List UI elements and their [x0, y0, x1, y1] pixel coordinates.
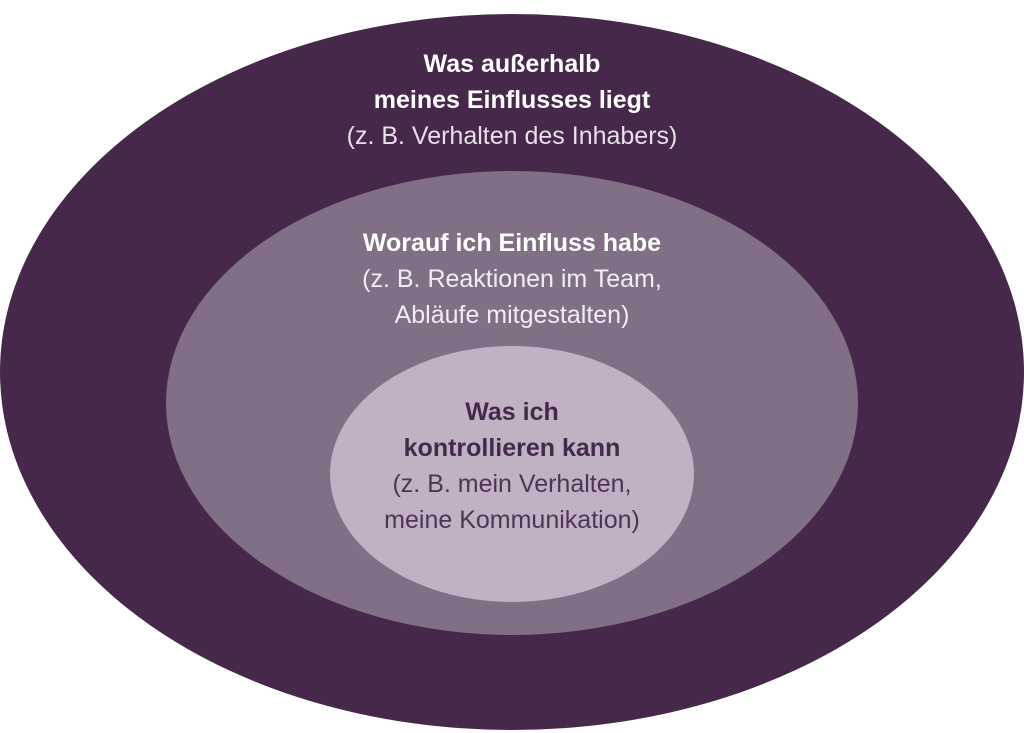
outer-circle-label: Was außerhalb meines Einflusses liegt (z…	[262, 46, 762, 154]
outer-title-line-2: meines Einflusses liegt	[373, 86, 651, 114]
inner-title-line-2: kontrollieren kann	[403, 434, 621, 462]
middle-circle-label: Worauf ich Einfluss habe (z. B. Reaktion…	[262, 225, 762, 333]
inner-title-line-1: Was ich	[465, 398, 559, 426]
middle-subtitle-line-1: (z. B. Reaktionen im Team,	[362, 265, 662, 293]
inner-ellipse	[330, 346, 694, 602]
inner-subtitle-line-1: (z. B. mein Verhalten,	[392, 470, 632, 498]
middle-title-line-1: Worauf ich Einfluss habe	[362, 229, 662, 257]
inner-subtitle-line-2: meine Kommunikation)	[384, 506, 640, 534]
outer-title-line-1: Was außerhalb	[423, 50, 601, 78]
inner-circle-label: Was ich kontrollieren kann (z. B. mein V…	[331, 394, 693, 538]
outer-subtitle-line-1: (z. B. Verhalten des Inhabers)	[346, 122, 678, 150]
middle-subtitle-line-2: Abläufe mitgestalten)	[394, 301, 630, 329]
